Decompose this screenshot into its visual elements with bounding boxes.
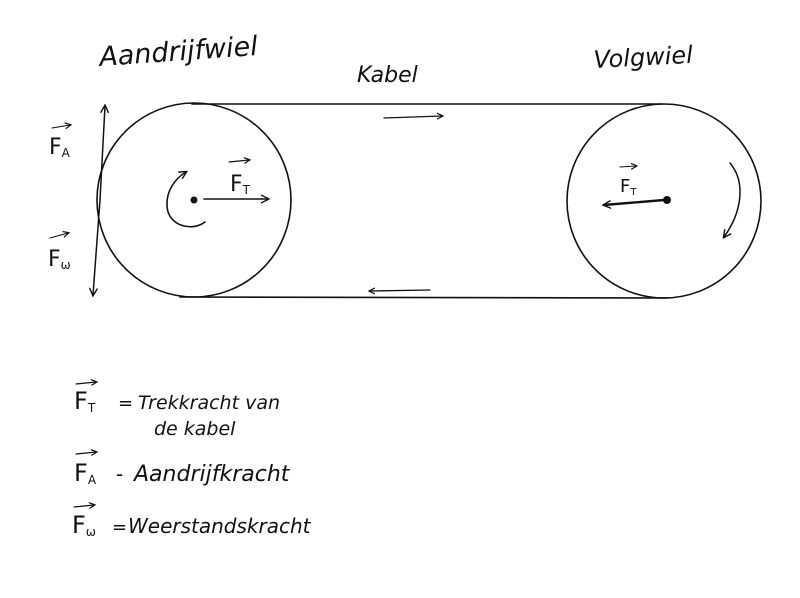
cable-bottom <box>179 296 669 299</box>
ft-arrow-follower <box>604 198 666 205</box>
legend-fw-symbol: Fω <box>72 511 96 539</box>
fa-vector-mark <box>51 125 70 128</box>
drive-wheel-label: Aandrijfwiel <box>96 31 259 73</box>
legend-fw-text: Weerstandskracht <box>128 514 312 538</box>
legend-ft-text-line1: Trekkracht van <box>138 392 280 414</box>
follower-wheel-axle <box>663 196 671 204</box>
fw-arrow <box>93 199 101 295</box>
follower-wheel <box>566 103 762 299</box>
fa-label: FA <box>49 135 71 160</box>
cable-label: Kabel <box>357 63 418 88</box>
follower-rotation-arrow <box>724 162 741 237</box>
legend-fw-separator: = <box>112 517 127 538</box>
ft-label-follower: FT <box>620 176 637 198</box>
cable-bottom-direction-arrow <box>370 290 431 291</box>
fw-label: Fω <box>48 247 71 272</box>
ft-vector-mark-follower <box>619 166 636 167</box>
legend-fa-symbol: FA <box>74 459 97 487</box>
legend-fw-vector-mark <box>73 505 94 507</box>
ft-vector-mark-drive <box>228 160 249 162</box>
cable-top-direction-arrow <box>383 116 442 118</box>
legend-ft-text-line2: de kabel <box>154 418 236 440</box>
drive-rotation-arrow <box>166 172 206 228</box>
fa-arrow <box>99 106 105 201</box>
legend: FT = Trekkracht van de kabel FA - Aandri… <box>72 382 312 539</box>
legend-fa-vector-mark <box>75 452 96 454</box>
legend-ft-vector-mark <box>75 382 96 384</box>
fw-vector-mark <box>49 233 68 239</box>
legend-fa-separator: - <box>116 462 123 486</box>
legend-ft-symbol: FT <box>74 387 96 415</box>
follower-wheel-label: Volgwiel <box>593 41 694 74</box>
ft-label-drive: FT <box>230 172 251 197</box>
legend-ft-separator: = <box>118 393 133 414</box>
legend-fa-text: Aandrijfkracht <box>132 462 291 487</box>
drive-wheel <box>96 102 292 298</box>
drive-wheel-axle <box>190 196 198 204</box>
